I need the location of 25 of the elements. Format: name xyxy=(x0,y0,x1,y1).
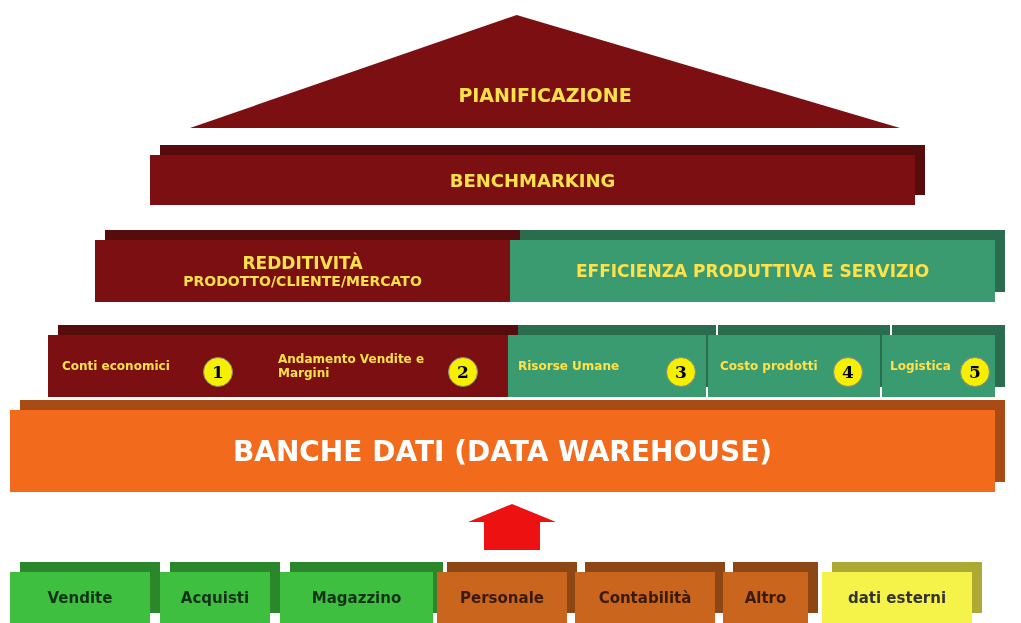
number-badge: 2 xyxy=(448,357,478,387)
block-label: Vendite xyxy=(47,588,113,607)
block-label: Acquisti xyxy=(180,588,250,607)
number-badge: 5 xyxy=(960,357,990,387)
block-label: dati esterni xyxy=(847,588,947,607)
block-label: Conti economici xyxy=(62,359,170,373)
block-label: Contabilità xyxy=(598,588,692,607)
subtitle-text: PRODOTTO/CLIENTE/MERCATO xyxy=(183,273,422,289)
arrow xyxy=(468,504,556,550)
block-label: Personale xyxy=(460,588,544,607)
block-label: PIANIFICAZIONE xyxy=(458,84,632,106)
block-label: Altro xyxy=(744,588,787,607)
block-label: Costo prodotti xyxy=(720,359,818,373)
number-badge: 4 xyxy=(833,357,863,387)
number-badge: 1 xyxy=(203,357,233,387)
apex-triangle xyxy=(190,15,900,128)
block-label: Logistica xyxy=(890,359,951,373)
block-label: Andamento Vendite e Margini xyxy=(278,352,426,380)
block-label: EFFICIENZA PRODUTTIVA E SERVIZIO xyxy=(575,261,930,281)
block-label: BANCHE DATI (DATA WAREHOUSE) xyxy=(232,434,773,468)
block-label: Risorse Umane xyxy=(518,359,620,373)
block-label: Magazzino xyxy=(311,588,402,607)
number-badge: 3 xyxy=(666,357,696,387)
block-label: BENCHMARKING xyxy=(449,169,616,191)
block-label: REDDITIVITÀ xyxy=(242,253,363,273)
